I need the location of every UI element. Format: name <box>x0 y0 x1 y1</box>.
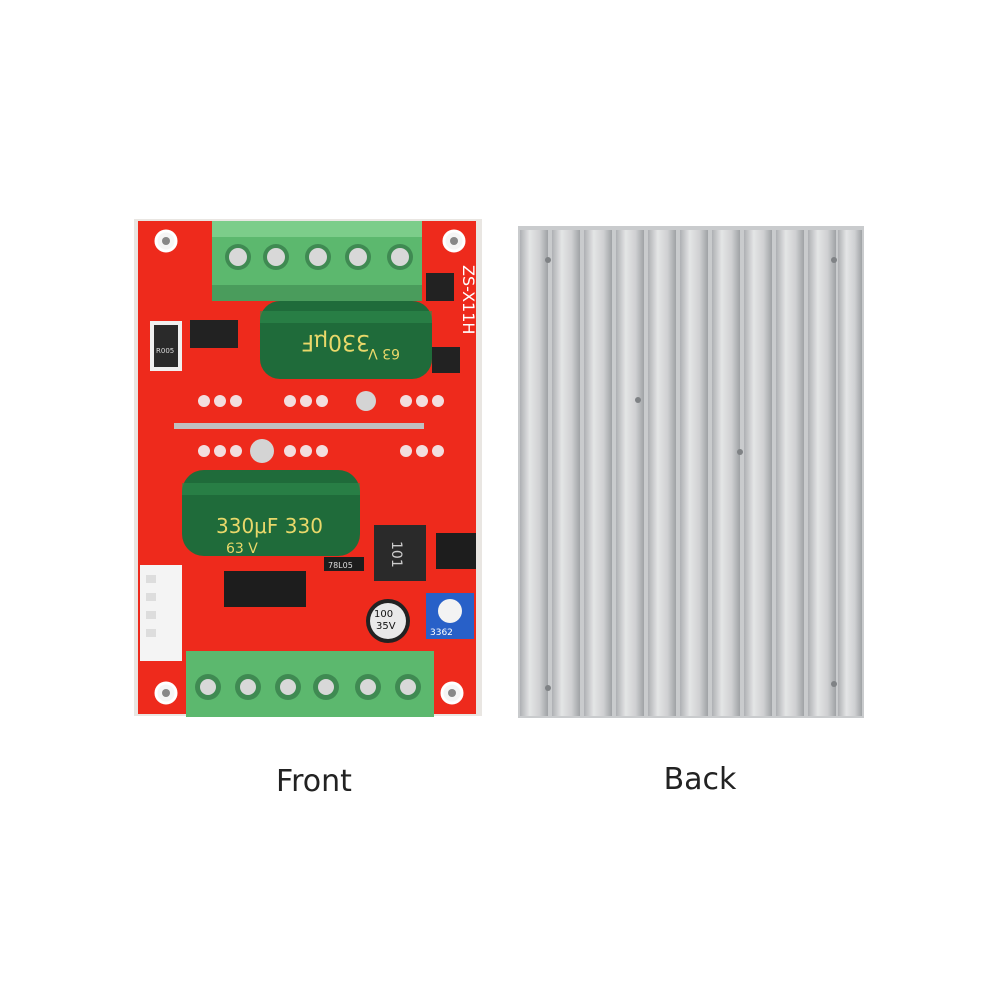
svg-text:35V: 35V <box>376 621 396 632</box>
svg-text:100: 100 <box>374 609 393 620</box>
back-caption: Back <box>663 762 737 797</box>
svg-text:330μF: 330μF <box>301 329 370 354</box>
svg-text:63 V: 63 V <box>368 345 400 361</box>
svg-text:330μF 330: 330μF 330 <box>216 514 323 538</box>
svg-text:78L05: 78L05 <box>328 561 353 570</box>
back-heatsink-photo <box>518 226 864 718</box>
front-board-photo: 330μF 63 V ZS-X11H R005 330μF 330 63 V <box>130 215 490 720</box>
front-caption: Front <box>276 764 352 799</box>
svg-text:63 V: 63 V <box>226 541 258 557</box>
svg-text:R005: R005 <box>156 347 174 355</box>
svg-text:3362: 3362 <box>430 628 453 638</box>
aluminum-heatsink <box>518 226 864 718</box>
svg-text:ZS-X11H: ZS-X11H <box>459 265 478 334</box>
pcb-board: 330μF 63 V ZS-X11H R005 330μF 330 63 V <box>134 219 482 717</box>
svg-text:101: 101 <box>388 541 404 568</box>
